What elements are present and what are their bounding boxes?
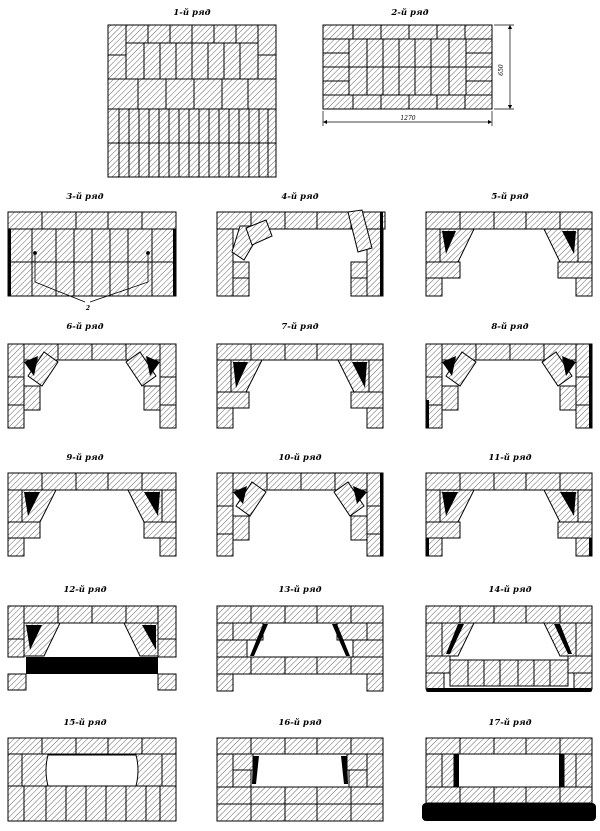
row-label-3: 3-й ряд (66, 191, 103, 202)
row-label-14: 14-й ряд (488, 584, 531, 595)
dimension-height: 650 (498, 64, 505, 76)
row-9-left-void (24, 492, 40, 516)
row-15-arch-opening (45, 754, 139, 787)
row-12-right-void (142, 625, 156, 650)
row-5-left-void (442, 231, 456, 254)
row-label-10: 10-й ряд (278, 452, 321, 463)
row-label-6: 6-й ряд (66, 321, 103, 332)
row-1-plan (107, 24, 277, 178)
row-11-right-void (560, 492, 576, 516)
row-10-right-void (353, 486, 367, 504)
row-12-left-void (26, 625, 42, 650)
row-8-left-edge (426, 400, 429, 428)
dimension-width: 1270 (400, 115, 415, 122)
row-6-plan (7, 343, 177, 429)
row-label-15: 15-й ряд (63, 717, 106, 728)
row-6-left-void (24, 356, 38, 376)
row-17-base-slab (422, 803, 596, 821)
row-13-left-void (250, 624, 268, 656)
row-label-1: 1-й ряд (173, 7, 210, 18)
row-7-plan (216, 343, 384, 429)
row-8-left-void (442, 356, 456, 376)
row-1-vertical-bricks (118, 109, 269, 177)
row-12-solid-band (26, 657, 158, 674)
row-11-left-edge (426, 538, 429, 556)
row-5-right-void (562, 231, 576, 254)
row-label-16: 16-й ряд (278, 717, 321, 728)
row-label-13: 13-й ряд (278, 584, 321, 595)
row-14-base-band (426, 688, 592, 692)
row-10-left-void (233, 486, 247, 504)
row-11-plan (425, 472, 593, 557)
row-9-right-void (144, 492, 160, 516)
row-3-left-edge (8, 229, 11, 296)
row-4-plan (216, 209, 386, 297)
row-3-callout-leaders (33, 251, 150, 303)
row-label-11: 11-й ряд (488, 452, 531, 463)
row-13-right-void (332, 624, 350, 656)
row-16-plan (216, 737, 384, 822)
row-label-4: 4-й ряд (281, 191, 318, 202)
row-16-left-void (252, 756, 259, 784)
row-2-plan (322, 24, 493, 110)
row-10-plan (216, 472, 384, 557)
row-11-left-void (442, 492, 458, 516)
row-14-right-void (554, 624, 572, 654)
row-14-plan (425, 605, 593, 690)
row-14-left-void (446, 624, 464, 654)
row-17-left-void (454, 754, 459, 787)
row-10-right-edge (380, 473, 383, 556)
row-7-right-void (352, 362, 367, 388)
row-label-9: 9-й ряд (66, 452, 103, 463)
row-17-plan (425, 737, 593, 804)
row-label-5: 5-й ряд (491, 191, 528, 202)
row-7-left-void (233, 362, 248, 388)
row-label-2: 2-й ряд (390, 7, 428, 18)
row-15-plan (7, 737, 177, 822)
row-8-plan (425, 343, 593, 429)
callout-number: 2 (85, 305, 90, 312)
row-9-plan (7, 472, 177, 557)
row-3-plan (7, 211, 177, 297)
row-4-right-edge (380, 212, 383, 296)
row-11-right-edge (589, 538, 592, 556)
row-17-right-void (559, 754, 564, 787)
row-13-plan (216, 605, 384, 692)
row-label-8: 8-й ряд (491, 321, 528, 332)
row-5-plan (425, 211, 593, 297)
row-8-right-edge (589, 344, 592, 428)
row-label-17: 17-й ряд (488, 717, 531, 728)
row-3-right-edge (173, 229, 176, 296)
row-12-plan (7, 605, 177, 691)
row-2-dimensions (322, 24, 514, 126)
row-6-right-void (146, 356, 160, 376)
row-label-12: 12-й ряд (63, 584, 106, 595)
row-label-7: 7-й ряд (281, 321, 318, 332)
row-16-right-void (341, 756, 348, 784)
row-8-right-void (562, 356, 576, 376)
